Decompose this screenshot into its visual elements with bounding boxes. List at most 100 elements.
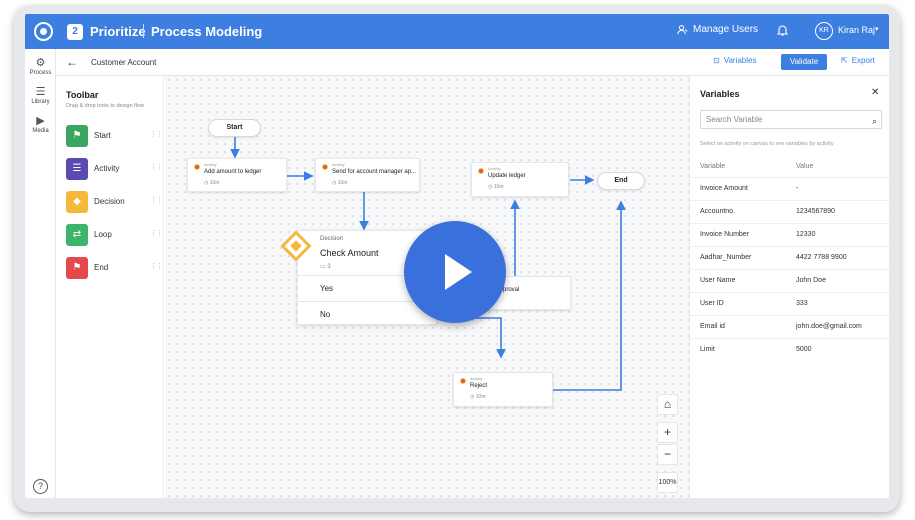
table-row[interactable]: Invoice Amount- bbox=[690, 177, 889, 200]
activity-duration: ◷ 10m bbox=[470, 394, 486, 400]
app-logo-icon[interactable] bbox=[34, 22, 53, 41]
tool-label: End bbox=[94, 263, 109, 272]
variable-value: 5000 bbox=[796, 346, 812, 353]
decision-option-yes[interactable]: Yes bbox=[298, 275, 438, 301]
tool-loop[interactable]: ⇄ Loop ⋮⋮ bbox=[66, 224, 163, 246]
variable-value: john.doe@gmail.com bbox=[796, 323, 862, 330]
diamond-icon: ◆ bbox=[66, 191, 88, 213]
media-play-icon: ▶ bbox=[36, 115, 45, 127]
activity-kind: Activity bbox=[204, 162, 217, 167]
zoom-out-button[interactable]: − bbox=[657, 444, 678, 465]
drag-handle-icon[interactable]: ⋮⋮ bbox=[150, 230, 163, 237]
chevron-down-icon[interactable]: ▾ bbox=[875, 26, 879, 33]
table-row[interactable]: Aadhar_Number 4422 7788 9900 bbox=[690, 246, 889, 269]
activity-duration: ◷ 10m bbox=[204, 180, 220, 186]
user-name[interactable]: Kiran Raj bbox=[838, 25, 876, 35]
variable-name: User ID bbox=[700, 300, 724, 307]
close-icon[interactable]: ✕ bbox=[871, 87, 880, 98]
table-row[interactable]: User ID 333 bbox=[690, 292, 889, 315]
variables-button[interactable]: ⊡ Variables bbox=[713, 56, 756, 65]
rail-item-library[interactable]: ☰ Library bbox=[25, 85, 56, 105]
variable-value: 4422 7788 9900 bbox=[796, 254, 847, 261]
tool-end[interactable]: ⚑ End ⋮⋮ bbox=[66, 257, 163, 279]
sub-header: ← Customer Account ⊡ Variables Validate … bbox=[56, 49, 889, 76]
rail-item-media[interactable]: ▶ Media bbox=[25, 114, 56, 134]
activity-kind: Activity bbox=[332, 162, 345, 167]
tool-activity[interactable]: ☰ Activity ⋮⋮ bbox=[66, 158, 163, 180]
tool-label: Activity bbox=[94, 164, 120, 173]
decision-title: Check Amount bbox=[320, 248, 379, 258]
activity-name: Reject bbox=[470, 383, 488, 389]
activity-duration: ◷ 10m bbox=[488, 184, 504, 190]
decision-kind: Decision bbox=[320, 236, 344, 242]
variable-name: User Name bbox=[700, 277, 736, 284]
activity-kind: Activity bbox=[470, 376, 483, 381]
top-bar: 2 Prioritize Process Modeling Manage Use… bbox=[25, 14, 889, 49]
end-node[interactable]: End bbox=[597, 172, 645, 190]
panel-hint: Select an activity on canvas to see vari… bbox=[700, 141, 834, 147]
zoom-in-button[interactable]: + bbox=[657, 422, 678, 443]
activity-node[interactable]: Activity Reject ◷ 10m bbox=[453, 372, 553, 407]
zoom-level[interactable]: 100% bbox=[657, 472, 678, 493]
back-arrow-icon[interactable]: ← bbox=[66, 55, 78, 69]
table-row[interactable]: Accountno.1234567890 bbox=[690, 200, 889, 223]
drag-handle-icon[interactable]: ⋮⋮ bbox=[150, 131, 163, 138]
process-canvas[interactable]: Start End Activity Add amount to ledger … bbox=[165, 76, 689, 498]
manage-users-button[interactable]: Manage Users bbox=[677, 24, 758, 35]
activity-status-icon bbox=[478, 168, 484, 174]
drag-handle-icon[interactable]: ⋮⋮ bbox=[150, 164, 163, 171]
process-icon: ⚙ bbox=[35, 57, 46, 69]
export-icon: ⇱ bbox=[841, 56, 848, 65]
drag-handle-icon[interactable]: ⋮⋮ bbox=[150, 197, 163, 204]
rail-label: Library bbox=[31, 99, 50, 105]
workspace-badge[interactable]: 2 bbox=[67, 24, 83, 40]
drag-handle-icon[interactable]: ⋮⋮ bbox=[150, 263, 163, 270]
toolbar-subtitle: Drag & drop tools to design flow bbox=[66, 103, 144, 109]
help-icon[interactable]: ? bbox=[33, 479, 48, 494]
search-icon[interactable]: ⌕ bbox=[871, 116, 877, 126]
validate-button[interactable]: Validate bbox=[781, 54, 827, 70]
section-title: Process Modeling bbox=[151, 24, 263, 39]
activity-node[interactable]: Activity Add amount to ledger ◷ 10m bbox=[187, 158, 287, 192]
export-button[interactable]: ⇱ Export bbox=[841, 56, 875, 65]
activity-node[interactable]: Activity Update ledger ◷ 10m bbox=[471, 162, 569, 197]
variable-name: Invoice Amount bbox=[700, 185, 748, 192]
manage-users-icon bbox=[677, 25, 688, 35]
activity-status-icon bbox=[194, 164, 200, 170]
avatar[interactable]: KR bbox=[815, 22, 833, 40]
variable-name: Invoice Number bbox=[700, 231, 750, 238]
comment-icon: ▭ bbox=[320, 264, 326, 270]
toolbar-panel: Toolbar Drag & drop tools to design flow… bbox=[56, 76, 164, 498]
app-screen: 2 Prioritize Process Modeling Manage Use… bbox=[25, 14, 889, 498]
toolbar-title: Toolbar bbox=[66, 90, 99, 100]
column-header-value: Value bbox=[796, 163, 814, 170]
variables-label: Variables bbox=[723, 56, 757, 65]
activity-node[interactable]: Activity Send for account manager ap... … bbox=[315, 158, 420, 192]
activity-name: Update ledger bbox=[488, 173, 526, 179]
activity-duration: ◷ 10m bbox=[332, 180, 348, 186]
home-icon[interactable]: ⌂ bbox=[657, 394, 678, 415]
tool-label: Decision bbox=[94, 197, 125, 206]
decision-comment-count: ▭ 3 bbox=[320, 263, 331, 270]
tool-decision[interactable]: ◆ Decision ⋮⋮ bbox=[66, 191, 163, 213]
tool-start[interactable]: ⚑ Start ⋮⋮ bbox=[66, 125, 163, 147]
end-flag-icon: ⚑ bbox=[66, 257, 88, 279]
manage-users-label: Manage Users bbox=[693, 24, 759, 35]
rail-item-process[interactable]: ⚙ Process bbox=[25, 56, 56, 76]
table-header: Variable Value bbox=[690, 161, 889, 176]
variable-name: Aadhar_Number bbox=[700, 254, 752, 261]
search-placeholder: Search Variable bbox=[706, 115, 763, 124]
notification-bell-icon[interactable] bbox=[776, 24, 789, 39]
start-node[interactable]: Start bbox=[208, 119, 261, 137]
left-rail: ⚙ Process ☰ Library ▶ Media ? bbox=[25, 49, 56, 498]
decision-option-no[interactable]: No bbox=[298, 301, 438, 327]
export-label: Export bbox=[851, 56, 875, 65]
video-play-button[interactable] bbox=[404, 221, 506, 323]
tool-label: Loop bbox=[94, 230, 112, 239]
variable-value: 333 bbox=[796, 300, 808, 307]
search-input[interactable]: Search Variable ⌕ bbox=[700, 110, 882, 129]
